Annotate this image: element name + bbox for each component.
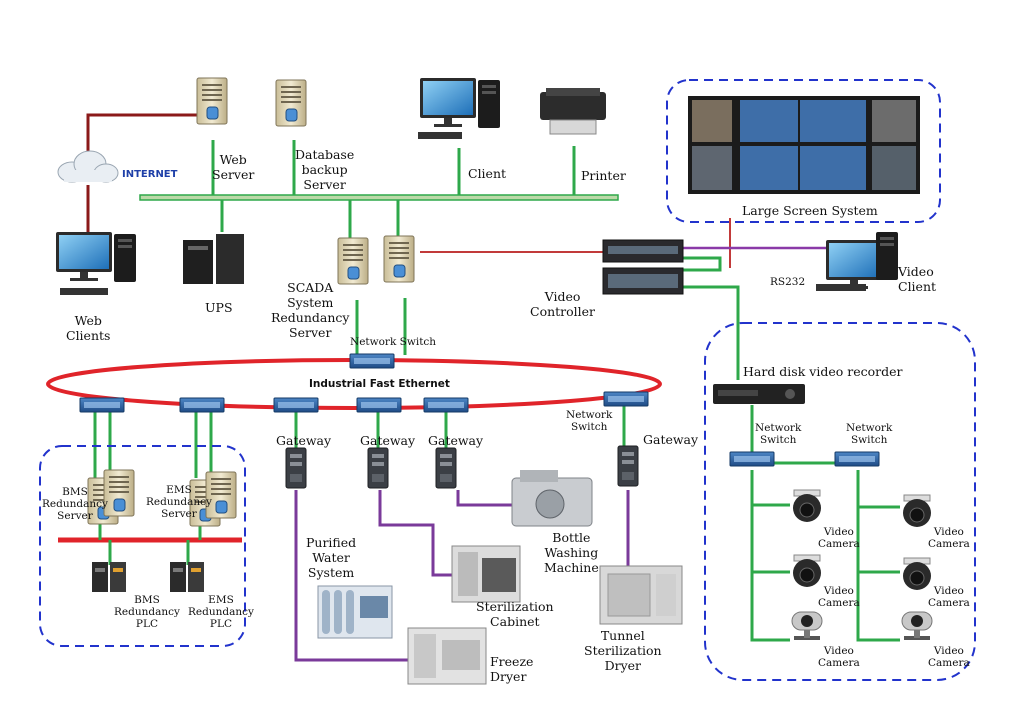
sterilization-cabinet-icon xyxy=(451,545,521,603)
large-screen-wall-icon xyxy=(688,96,920,194)
web-clients-icon xyxy=(56,232,136,295)
large-screen-group xyxy=(666,79,941,223)
bottle-washing-machine-icon xyxy=(511,470,593,527)
bottle-washing-label: Bottle Washing Machine xyxy=(544,530,599,575)
video-camera-l1-icon xyxy=(792,489,822,523)
fieldbus-links xyxy=(294,490,630,662)
sterilization-cabinet-label: Sterilization Cabinet xyxy=(476,599,554,629)
gateway-2-icon xyxy=(367,447,389,489)
camera-l3-label: Video Camera xyxy=(818,645,860,669)
ring-switch-2-icon xyxy=(179,397,225,413)
cctv-switch-1-label: Network Switch xyxy=(755,422,802,446)
camera-l1-label: Video Camera xyxy=(818,526,860,550)
tunnel-dryer-label: Tunnel Sterilization Dryer xyxy=(584,628,662,673)
office-bus xyxy=(139,194,619,201)
scada-server-1-icon xyxy=(337,237,369,285)
web-server-label: Web Server xyxy=(212,152,255,182)
ups-icon xyxy=(183,234,244,284)
hdd-recorder-icon xyxy=(713,384,805,404)
video-camera-r2-icon xyxy=(902,557,932,591)
gateway-4-label: Gateway xyxy=(643,432,699,447)
ring-switch-6-icon xyxy=(603,391,649,407)
bms-plc-label: BMS Redundancy PLC xyxy=(114,594,180,630)
db-backup-server-icon xyxy=(275,79,307,127)
network-switch-top-icon xyxy=(349,353,395,369)
gateway-3-icon xyxy=(435,447,457,489)
ring-switch-3-icon xyxy=(273,397,319,413)
bms-server-label: BMS Redundancy Server xyxy=(42,486,108,522)
gateway-1-label: Gateway xyxy=(276,433,332,448)
network-switch-right-label: Network Switch xyxy=(566,409,613,433)
ring-switch-4-icon xyxy=(356,397,402,413)
web-clients-label: Web Clients xyxy=(66,313,111,343)
camera-r2-label: Video Camera xyxy=(928,585,970,609)
cctv-switch-2-label: Network Switch xyxy=(846,422,893,446)
client-pc-icon xyxy=(418,78,500,139)
hdd-recorder-label: Hard disk video recorder xyxy=(743,364,903,379)
cctv-links xyxy=(750,405,900,642)
gateway-4-icon xyxy=(617,445,639,487)
purified-water-label: Purified Water System xyxy=(306,535,357,580)
gateway-3-label: Gateway xyxy=(428,433,484,448)
scada-label: SCADA System Redundancy Server xyxy=(271,280,350,340)
ring-switch-1-icon xyxy=(79,397,125,413)
cctv-switch-1-icon xyxy=(729,451,775,467)
large-screen-label: Large Screen System xyxy=(742,203,878,218)
printer-icon xyxy=(540,88,606,135)
purified-water-system-icon xyxy=(317,585,393,639)
office-bus-drops xyxy=(211,140,576,355)
ems-plc-label: EMS Redundancy PLC xyxy=(188,594,254,630)
video-controller-icon xyxy=(602,239,684,295)
video-client-label: Video Client xyxy=(898,264,937,294)
camera-l2-label: Video Camera xyxy=(818,585,860,609)
db-backup-server-label: Database backup Server xyxy=(295,147,355,192)
ring-switch-5-icon xyxy=(423,397,469,413)
gateway-1-icon xyxy=(285,447,307,489)
tunnel-dryer-icon xyxy=(599,565,683,625)
video-camera-l2-icon xyxy=(792,554,822,588)
cctv-group xyxy=(704,322,976,681)
internet-label: INTERNET xyxy=(122,169,178,180)
video-camera-r3-icon xyxy=(901,611,933,641)
client-label: Client xyxy=(468,166,507,181)
freeze-dryer-label: Freeze Dryer xyxy=(490,654,534,684)
ups-label: UPS xyxy=(205,300,233,315)
web-server-icon xyxy=(196,77,228,125)
video-camera-r1-icon xyxy=(902,494,932,528)
ems-server-label: EMS Redundancy Server xyxy=(146,484,212,520)
network-switch-top-label: Network Switch xyxy=(350,336,437,348)
printer-label: Printer xyxy=(581,168,626,183)
video-camera-l3-icon xyxy=(791,611,823,641)
ems-plc-icon xyxy=(170,562,204,592)
bms-plc-icon xyxy=(92,562,126,592)
scada-server-2-icon xyxy=(383,235,415,283)
rs232-label: RS232 xyxy=(770,276,806,288)
internet-cloud-icon xyxy=(57,150,119,183)
bms-ems-group xyxy=(39,445,246,647)
gateway-2-label: Gateway xyxy=(360,433,416,448)
camera-r1-label: Video Camera xyxy=(928,526,970,550)
video-client-icon xyxy=(816,232,898,291)
cctv-switch-2-icon xyxy=(834,451,880,467)
video-controller-label: Video Controller xyxy=(530,289,596,319)
camera-r3-label: Video Camera xyxy=(928,645,970,669)
freeze-dryer-icon xyxy=(407,627,487,685)
video-controller-green xyxy=(683,256,740,380)
internet-link xyxy=(86,113,213,160)
industrial-ethernet-label: Industrial Fast Ethernet xyxy=(309,378,450,390)
